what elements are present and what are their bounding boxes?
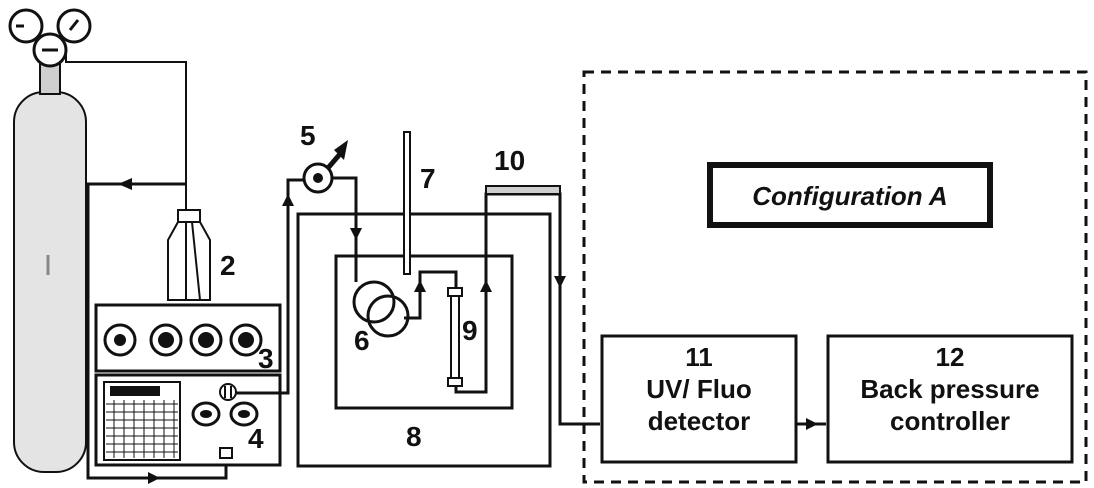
flow-arrow: [806, 418, 818, 430]
degasser-unit: [94, 303, 282, 373]
thermometer: [403, 131, 411, 275]
oven-inner-chamber: [334, 254, 514, 410]
label-8: 8: [406, 421, 422, 452]
gas-line: [65, 52, 187, 210]
flow-arrow: [554, 276, 566, 288]
pressure-regulator: [8, 8, 92, 68]
label-6: 6: [354, 325, 370, 356]
injection-valve: [302, 140, 348, 194]
flow-arrow: [350, 228, 362, 240]
configuration-label: Configuration A: [752, 181, 947, 211]
label-11: 11: [685, 342, 713, 372]
label-4: 4: [248, 423, 264, 454]
flow-arrow: [480, 280, 492, 292]
heat-exchanger: [485, 185, 561, 195]
configuration-boundary: [582, 70, 1088, 484]
label-9: 9: [462, 315, 478, 346]
detector-label-line2: detector: [648, 406, 751, 436]
back-pressure-controller: [826, 334, 1074, 464]
flow-arrow: [148, 472, 160, 484]
label-2: 2: [220, 250, 236, 281]
label-3: 3: [258, 343, 274, 374]
flow-arrow: [118, 178, 132, 190]
preheating-coil: [352, 280, 410, 338]
bpc-label-line1: Back pressure: [860, 374, 1039, 404]
pump-unit: [94, 373, 282, 467]
coil-to-column-line: [404, 270, 458, 320]
flow-arrow: [414, 280, 426, 292]
gas-cylinder: [13, 61, 87, 473]
flow-arrow: [282, 194, 294, 206]
column-outlet-line: [454, 192, 600, 426]
solvent-bottle: [167, 209, 211, 301]
detector-label-line1: UV/ Fluo: [646, 374, 751, 404]
uv-fluo-detector: [600, 334, 798, 464]
hplc-column: [447, 287, 463, 387]
column-oven: [296, 212, 552, 468]
label-10: 10: [494, 145, 525, 176]
label-7: 7: [420, 163, 436, 194]
pump-outlet-line: [236, 178, 306, 395]
label-5: 5: [300, 120, 316, 151]
injector-to-coil-line: [332, 176, 358, 282]
configuration-label-box: [707, 162, 993, 228]
bpc-label-line2: controller: [890, 406, 1010, 436]
label-12: 12: [936, 342, 965, 372]
